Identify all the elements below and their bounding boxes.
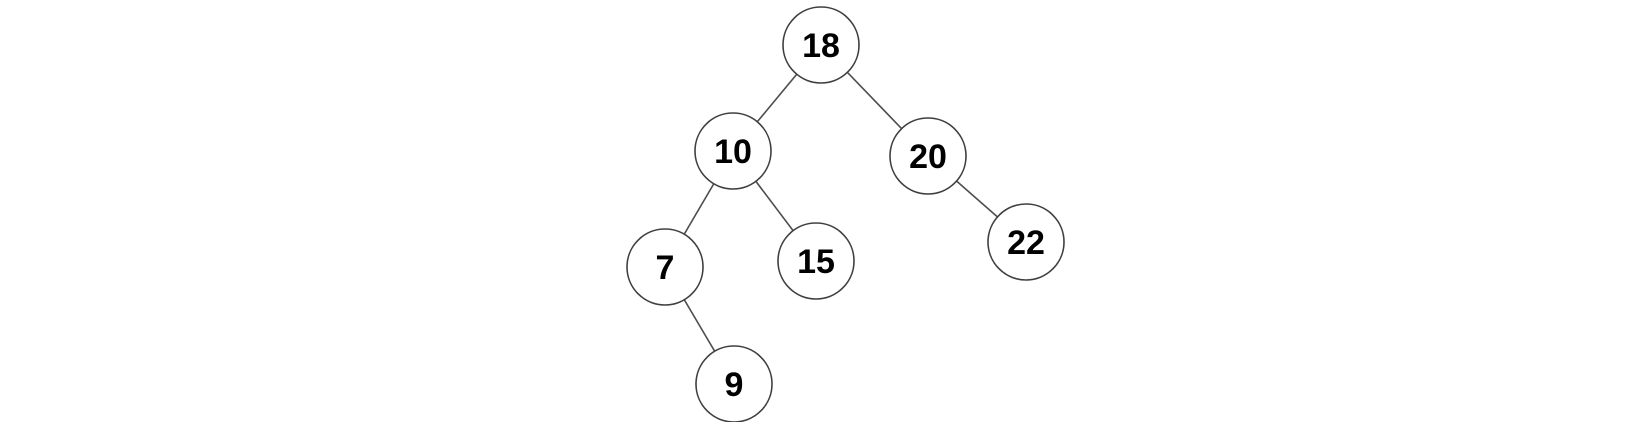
tree-node-7 [626, 228, 704, 306]
tree-node-10 [694, 112, 772, 190]
tree-edges-layer [664, 44, 1027, 385]
tree-node-label-10: 10 [714, 133, 752, 171]
tree-node-label-18: 18 [802, 27, 840, 65]
tree-node-15 [777, 222, 855, 300]
tree-node-label-20: 20 [909, 138, 947, 176]
tree-labels-layer: 18 10 20 7 15 22 9 [656, 27, 1045, 404]
tree-node-9 [695, 345, 773, 422]
tree-node-20 [889, 117, 967, 195]
tree-node-label-9: 9 [725, 366, 744, 404]
tree-node-label-7: 7 [656, 249, 675, 287]
tree-node-18 [782, 6, 860, 84]
tree-nodes-layer [626, 6, 1065, 422]
tree-node-label-15: 15 [797, 243, 835, 281]
tree-node-22 [987, 203, 1065, 281]
tree-node-label-22: 22 [1007, 224, 1045, 262]
